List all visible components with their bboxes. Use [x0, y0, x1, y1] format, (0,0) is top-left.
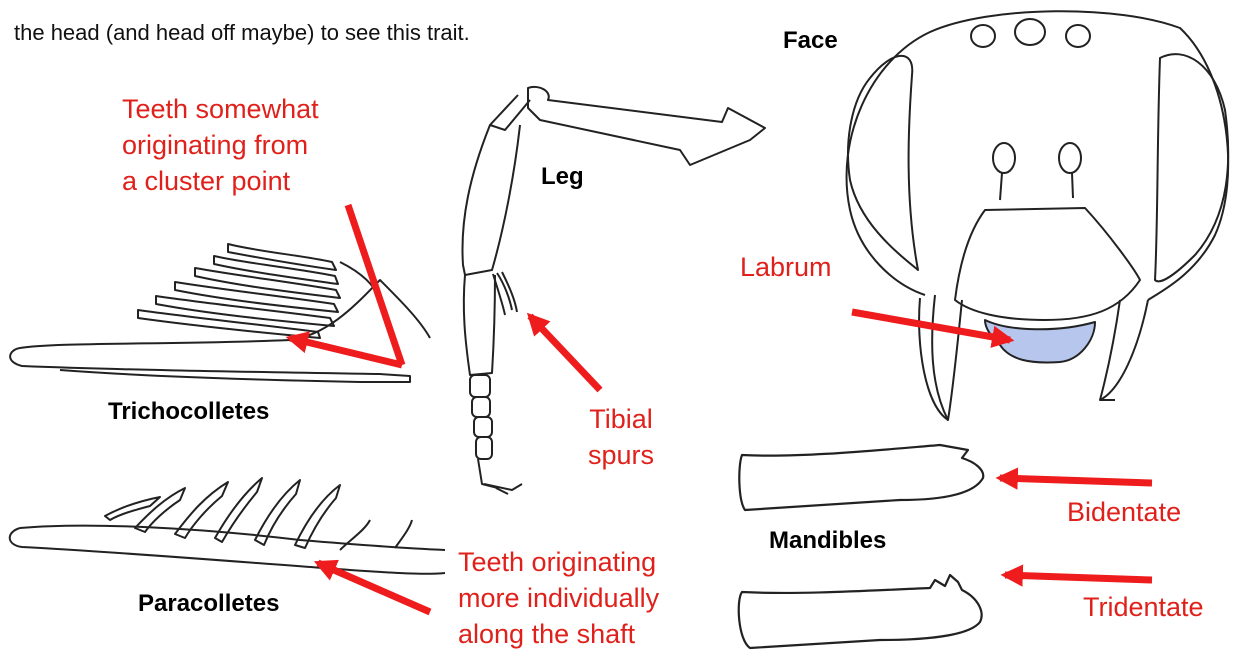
antenna-socket-right — [1059, 143, 1081, 173]
shaft-arrow — [318, 563, 430, 612]
teeth-cluster-line-2: originating from — [122, 127, 319, 163]
clypeus — [955, 208, 1140, 320]
tibia — [462, 125, 520, 275]
tibial-spurs-line-2: spurs — [588, 437, 654, 473]
teeth-individual-annotation: Teeth originating more individually alon… — [458, 544, 659, 652]
tridentate-mandible — [739, 575, 982, 648]
ocellus-left — [971, 25, 995, 47]
paracolletes-hair-drawing — [10, 478, 445, 574]
tridentate-arrow — [1005, 575, 1152, 580]
mandibles-label: Mandibles — [769, 527, 886, 555]
cluster-arrow — [290, 338, 402, 365]
tarsal-segment-1 — [470, 375, 490, 397]
compound-eye-right — [1155, 54, 1228, 281]
face-label: Face — [783, 27, 838, 55]
tarsal-segment-4 — [476, 437, 492, 459]
annotation-arrows — [290, 205, 1152, 612]
bidentate-arrow — [1000, 478, 1152, 483]
teeth-cluster-line-3: a cluster point — [122, 163, 319, 199]
ocellus-center — [1015, 19, 1045, 45]
tarsal-claws — [478, 459, 522, 494]
mandible-left-face — [932, 295, 962, 420]
tarsal-segment-3 — [474, 417, 492, 437]
leg-label: Leg — [541, 163, 584, 191]
bidentate-mandible — [739, 445, 983, 510]
trichocolletes-label: Trichocolletes — [108, 398, 269, 426]
tibial-spurs-line-1: Tibial — [588, 401, 654, 437]
bidentate-annotation: Bidentate — [1067, 497, 1181, 528]
tridentate-annotation: Tridentate — [1083, 592, 1204, 623]
cluster-arrow-stem — [348, 205, 402, 365]
basitarsus — [464, 275, 495, 375]
bee-face-drawing — [847, 11, 1229, 420]
teeth-individual-line-2: more individually — [458, 580, 659, 616]
femur — [528, 87, 765, 165]
teeth-cluster-annotation: Teeth somewhat originating from a cluste… — [122, 91, 319, 199]
teeth-individual-line-1: Teeth originating — [458, 544, 659, 580]
intro-text: the head (and head off maybe) to see thi… — [14, 20, 470, 45]
paracolletes-label: Paracolletes — [138, 590, 279, 618]
teeth-individual-line-3: along the shaft — [458, 616, 659, 652]
antenna-socket-left — [993, 143, 1015, 173]
labrum-annotation: Labrum — [740, 252, 832, 283]
ocellus-right — [1066, 25, 1090, 47]
compound-eye-left — [848, 56, 918, 270]
tibial-spurs-arrow — [530, 316, 600, 390]
teeth-cluster-line-1: Teeth somewhat — [122, 91, 319, 127]
tarsal-segment-2 — [472, 397, 490, 417]
mandible-right-face — [1100, 300, 1148, 400]
tibial-spurs-annotation: Tibial spurs — [588, 401, 654, 473]
tibial-spurs-drawing — [493, 272, 517, 315]
